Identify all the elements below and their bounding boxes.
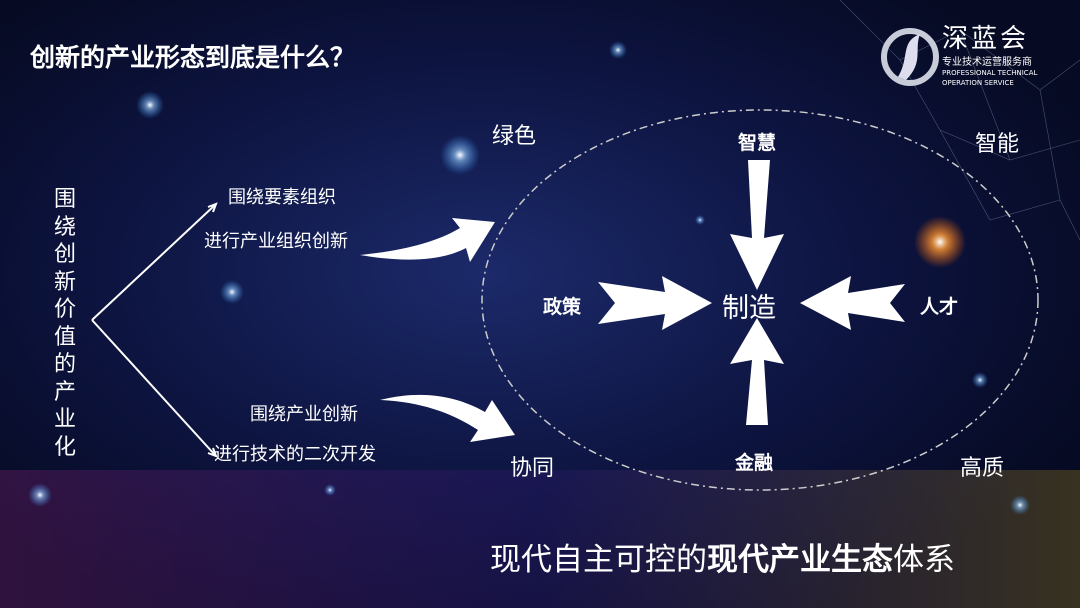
- bottom-suffix: 体系: [893, 542, 955, 578]
- branch-top-line2: 进行产业组织创新: [204, 231, 348, 252]
- input-wisdom: 智慧: [738, 132, 777, 154]
- logo-mark-icon: [881, 28, 939, 86]
- corner-quality: 高质: [960, 456, 1005, 481]
- branch-line-top: [91, 204, 216, 321]
- arrow-left: [800, 276, 905, 330]
- bottom-bold: 现代产业生态: [707, 542, 893, 578]
- ecosystem-ellipse: [481, 109, 1039, 491]
- left-vertical-label: 围绕创新价值的产业化: [53, 187, 76, 460]
- logo-tagline: 专业技术运营服务商: [942, 57, 1032, 68]
- branch-bottom-line1: 围绕产业创新: [250, 404, 358, 425]
- bottom-prefix: 现代自主可控的: [490, 542, 707, 578]
- corner-synergy: 协同: [510, 456, 555, 481]
- logo-en-1: PROFESSIONAL TECHNICAL: [942, 69, 1038, 77]
- logo-name: 深蓝会: [942, 24, 1030, 54]
- slide-title: 创新的产业形态到底是什么？: [30, 43, 356, 72]
- arrow-right: [598, 276, 712, 330]
- logo-en-2: OPERATION SERVICE: [942, 79, 1014, 87]
- corner-green: 绿色: [492, 124, 537, 149]
- input-policy: 政策: [543, 296, 582, 318]
- input-talent: 人才: [920, 296, 959, 318]
- branch-bottom-line2: 进行技术的二次开发: [214, 444, 376, 465]
- curved-arrow-bottom: [380, 394, 515, 442]
- logo: 深蓝会 专业技术运营服务商 PROFESSIONAL TECHNICAL OPE…: [880, 18, 1070, 98]
- input-finance: 金融: [735, 452, 774, 474]
- curved-arrow-top: [360, 218, 495, 262]
- center-manufacturing: 制造: [722, 293, 776, 324]
- arrow-down: [730, 160, 784, 290]
- branch-line-bottom: [91, 319, 216, 456]
- arrow-up: [730, 318, 784, 425]
- branch-top-line1: 围绕要素组织: [228, 187, 336, 208]
- bottom-statement: 现代自主可控的现代产业生态体系: [490, 534, 955, 579]
- corner-smart: 智能: [975, 132, 1020, 157]
